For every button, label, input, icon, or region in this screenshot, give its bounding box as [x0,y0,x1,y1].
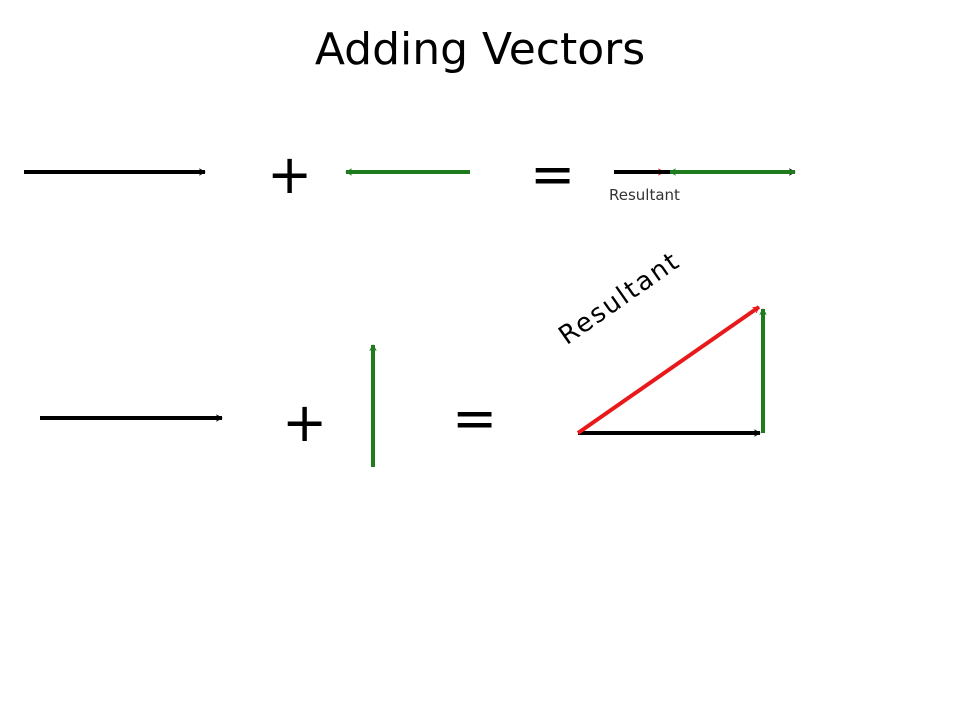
row2-equals-sign: = [452,387,498,450]
row1-equals-sign: = [530,143,576,206]
row2-plus-sign: + [282,391,328,454]
row1-plus-sign: + [267,143,313,206]
slide-title: Adding Vectors [314,24,646,75]
row1-resultant-label: Resultant [609,186,680,204]
row2-resultant-arrow [576,305,761,435]
row2-group [40,305,767,467]
